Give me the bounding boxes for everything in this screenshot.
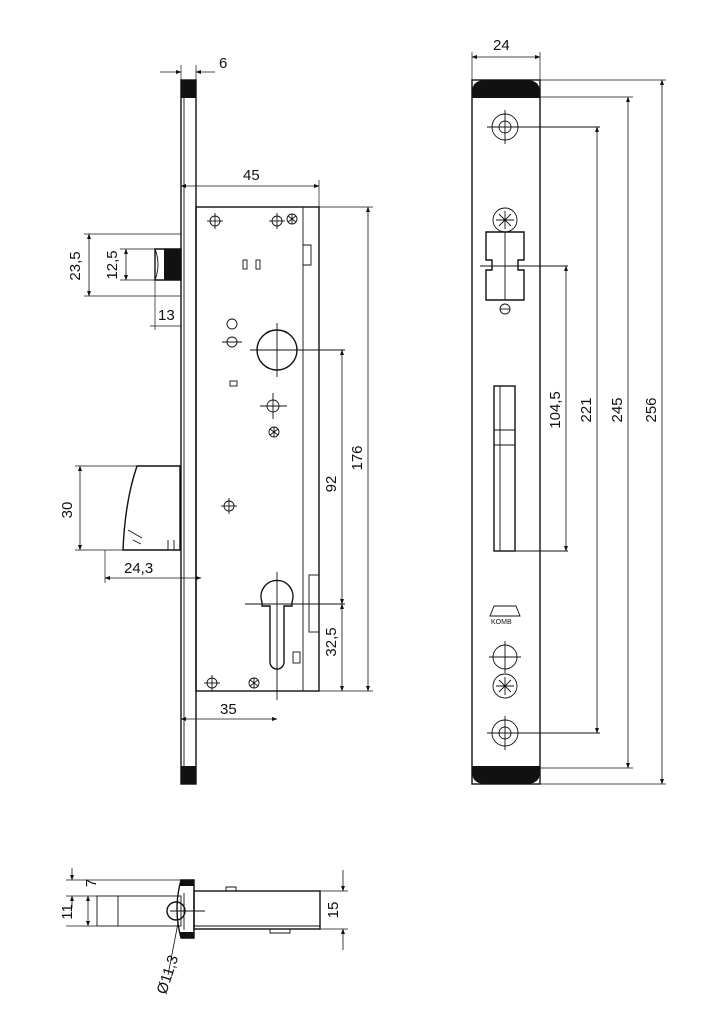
lock-top-view: 7 11 15 Ø11,3 xyxy=(59,868,348,996)
dim-backset-bolt: 24,3 xyxy=(104,550,202,583)
dim-latch: 23,5 12,5 13 xyxy=(67,233,181,330)
dim-case-depth: 45 xyxy=(180,167,320,207)
dim-faceplate-thickness: 6 xyxy=(160,55,227,80)
dim-32-5-label: 32,5 xyxy=(323,627,340,656)
dim-handle-cylinder: 92 xyxy=(323,349,344,605)
dim-104-5-label: 104,5 xyxy=(547,391,564,429)
faceplate-screw-holes xyxy=(487,110,600,750)
latch-bolt xyxy=(154,248,182,281)
logo-text: KOMB xyxy=(491,619,512,626)
case-screws xyxy=(204,213,298,691)
case-details xyxy=(222,259,301,664)
dim-case-height: 176 xyxy=(319,206,373,692)
dead-bolt xyxy=(122,465,181,551)
dim-24-label: 24 xyxy=(493,37,510,54)
dim-176-label: 176 xyxy=(349,445,366,470)
dim-6-label: 6 xyxy=(219,55,227,72)
dim-23-5-label: 23,5 xyxy=(67,251,84,280)
dim-12-5-label: 12,5 xyxy=(104,250,121,279)
bolt-opening xyxy=(493,385,568,552)
dim-faceplate-width: 24 xyxy=(471,37,541,80)
dim-cylinder-bottom: 32,5 xyxy=(323,603,344,692)
dim-13-label: 13 xyxy=(158,307,175,324)
dim-35-label: 35 xyxy=(220,701,237,718)
latch-opening xyxy=(480,231,568,315)
dim-92-label: 92 xyxy=(323,476,340,493)
lock-front-view: 6 45 23,5 12,5 13 30 xyxy=(59,55,373,785)
dim-24-3-label: 24,3 xyxy=(124,560,153,577)
dim-30-label: 30 xyxy=(59,502,76,519)
faceplate-front-view: KOMB 24 104,5 221 245 256 xyxy=(471,37,666,785)
dim-11-label: 11 xyxy=(59,904,76,920)
dim-15-label: 15 xyxy=(325,902,342,919)
komb-logo: KOMB xyxy=(489,605,521,626)
cylinder-cutout xyxy=(245,572,345,700)
dim-245-label: 245 xyxy=(609,397,626,422)
dim-7-label: 7 xyxy=(83,879,100,887)
dim-45-label: 45 xyxy=(243,167,260,184)
dim-verticals: 104,5 221 245 256 xyxy=(540,79,666,785)
dim-bolt-height: 30 xyxy=(59,465,137,551)
handle-hub xyxy=(250,323,345,377)
dim-256-label: 256 xyxy=(643,397,660,422)
dim-backset: 35 xyxy=(180,701,278,721)
dim-221-label: 221 xyxy=(578,397,595,422)
dim-diameter-label: Ø11,3 xyxy=(154,953,182,996)
lock-case xyxy=(195,206,320,692)
